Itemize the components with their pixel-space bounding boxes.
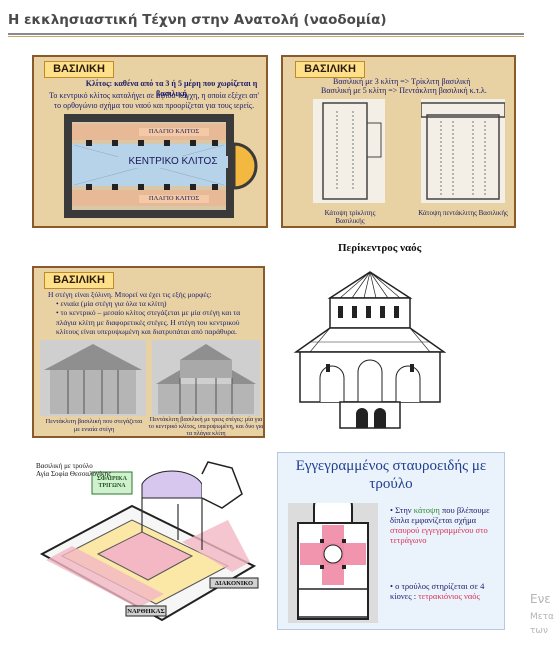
label-domed-basilica: Βασιλική με τρούλο: [36, 462, 93, 470]
single-roof-illustration: [40, 340, 146, 416]
slide-hagia-sophia: Βασιλική με τρούλο Αγία Σοφία Θεσσαλονίκ…: [32, 454, 264, 628]
three-aisle-plan-diagram: [313, 99, 385, 203]
slide-basilica-plan: ΒΑΣΙΛΙΚΗ Κλίτος: καθένα από τα 3 ή 5 μέρ…: [32, 55, 268, 228]
slide-text-definition: Κλίτος: καθένα από τα 3 ή 5 μέρη που χωρ…: [85, 79, 258, 98]
slide-text-three-aisle: Βασιλική με 3 κλίτη => Τρίκλιτη βασιλική: [333, 77, 471, 86]
slide-text-five-aisle: Βασιλική με 5 κλίτη => Πεντάκλιτη βασιλι…: [321, 86, 487, 95]
five-aisle-plan-diagram: [421, 99, 505, 203]
slide-cross-in-square: Εγγεγραμμένος σταυροειδής με τρούλο • Στ…: [277, 452, 505, 630]
cross-in-square-plan: [288, 503, 378, 623]
label-narthex: ΝΑΡΘΗΚΑΣ: [127, 608, 165, 615]
slide-title: Εγγεγραμμένος σταυροειδής με τρούλο: [295, 458, 487, 492]
title-rule: [8, 33, 524, 35]
bullet-plan-description: • Στην κάτοψη που βλέπουμε δίπλα εμφανίζ…: [390, 505, 490, 545]
label-side-aisle-bottom: ΠΛΑΓΙΟ ΚΛΙΤΟΣ: [139, 195, 209, 203]
slide-text-apse: Το κεντρικό κλίτος καταλήγει σε αψίδα-κό…: [49, 91, 259, 110]
roof-bullet-single: • ενιαία (μία στέγη για όλα τα κλίτη): [56, 299, 167, 308]
slide-title: ΒΑΣΙΛΙΚΗ: [44, 61, 114, 78]
heading-central-plan: Περίκεντρος ναός: [338, 242, 422, 254]
label-diakoniko: ΔΙΑΚΟΝΙΚΟ: [214, 580, 254, 587]
edge-cutoff-text-1: Ενε: [530, 592, 551, 606]
roof-bullet-three: • το κεντρικό – μεσαίο κλίτος στεγάζεται…: [56, 308, 241, 336]
central-church-drawing: [293, 271, 447, 429]
edge-cutoff-text-3: των: [530, 626, 548, 636]
page-title: Η εκκλησιαστική Τέχνη στην Ανατολή (ναοδ…: [8, 12, 387, 28]
slide-title: ΒΑΣΙΛΙΚΗ: [44, 272, 114, 289]
three-roof-illustration: [152, 340, 260, 416]
edge-cutoff-text-2: Μετα: [530, 612, 554, 622]
title-rule-accent: [8, 36, 524, 37]
roof-intro: Η στέγη είναι ξύλινη. Μπορεί να έχει τις…: [48, 290, 212, 299]
caption-three-aisle: Κάτοψη τρίκλιτης Βασιλικής: [324, 209, 376, 225]
slide-basilica-types: ΒΑΣΙΛΙΚΗ Βασιλική με 3 κλίτη => Τρίκλιτη…: [281, 55, 516, 228]
caption-three-roofs: Πεντάκλιτη βασιλική με τρεις στέγες: μία…: [148, 416, 264, 437]
domed-basilica-isometric: [39, 461, 259, 622]
slide-title: ΒΑΣΙΛΙΚΗ: [295, 61, 365, 78]
caption-single-roof: Πεντάκλιτη βασιλική που στεγάζεται με εν…: [45, 418, 143, 433]
label-hagia-sophia: Αγία Σοφία Θεσσαλονίκης: [36, 470, 111, 478]
label-side-aisle-top: ΠΛΑΓΙΟ ΚΛΙΤΟΣ: [139, 128, 209, 136]
slide-basilica-roofs: ΒΑΣΙΛΙΚΗ Η στέγη είναι ξύλινη. Μπορεί να…: [32, 266, 265, 438]
label-central-nave: ΚΕΝΤΡΙΚΟ ΚΛΙΤΟΣ: [118, 156, 228, 168]
label-spherical-triangles: ΣΦΑΙΡΙΚΑ ΤΡΙΓΩΝΑ: [96, 476, 128, 489]
caption-five-aisle: Κάτοψη πεντάκλιτης Βασιλικής: [418, 209, 508, 217]
bullet-four-columns: • ο τρούλος στηρίζεται σε 4 κίονες : τετ…: [390, 581, 485, 601]
